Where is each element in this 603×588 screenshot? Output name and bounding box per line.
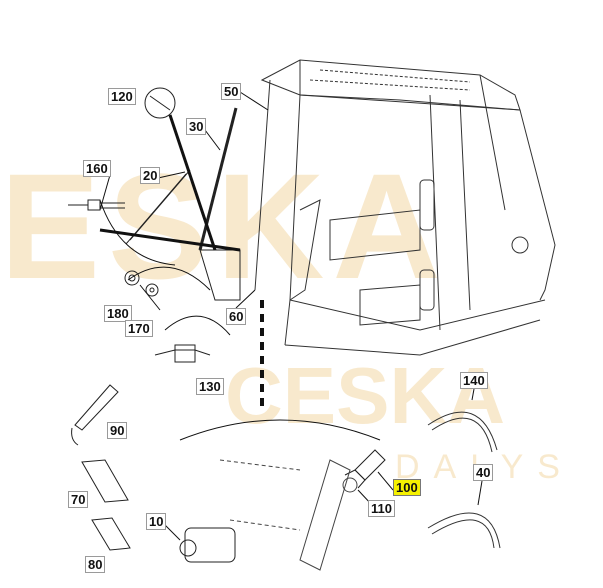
- part-130-tee: [154, 344, 211, 363]
- part-10-pump: [179, 527, 236, 563]
- leader-lines: [99, 91, 483, 541]
- callout-110: 110: [368, 500, 395, 517]
- callout-30: 30: [186, 118, 207, 135]
- part-100-nozzle: [344, 449, 386, 489]
- part-80-strip: [91, 517, 131, 551]
- part-70-strip: [81, 459, 129, 503]
- callout-50: 50: [221, 83, 242, 100]
- callout-60: 60: [226, 308, 247, 325]
- callout-10: 10: [146, 513, 167, 530]
- cab-frame: [254, 59, 556, 356]
- callout-140: 140: [460, 372, 488, 389]
- part-90-tube: [71, 384, 119, 446]
- callout-90: 90: [107, 422, 128, 439]
- callout-180: 180: [104, 305, 132, 322]
- callout-100-highlighted: 100: [393, 479, 421, 496]
- part-140-hose: [427, 411, 498, 453]
- callout-130: 130: [196, 378, 224, 395]
- detail-washer-column: [219, 459, 358, 571]
- callout-170: 170: [125, 320, 153, 337]
- part-120-cap: [144, 87, 176, 119]
- part-160-fitting: [68, 199, 125, 211]
- callout-70: 70: [68, 491, 89, 508]
- part-180-nut: [124, 270, 140, 286]
- watermark: CESKA: [225, 351, 506, 440]
- callout-20: 20: [140, 167, 161, 184]
- callout-80: 80: [85, 556, 106, 573]
- part-170-washer: [145, 283, 159, 297]
- callout-160: 160: [83, 160, 111, 177]
- callout-120: 120: [108, 88, 136, 105]
- part-40-hose: [427, 512, 501, 549]
- callout-40: 40: [473, 464, 494, 481]
